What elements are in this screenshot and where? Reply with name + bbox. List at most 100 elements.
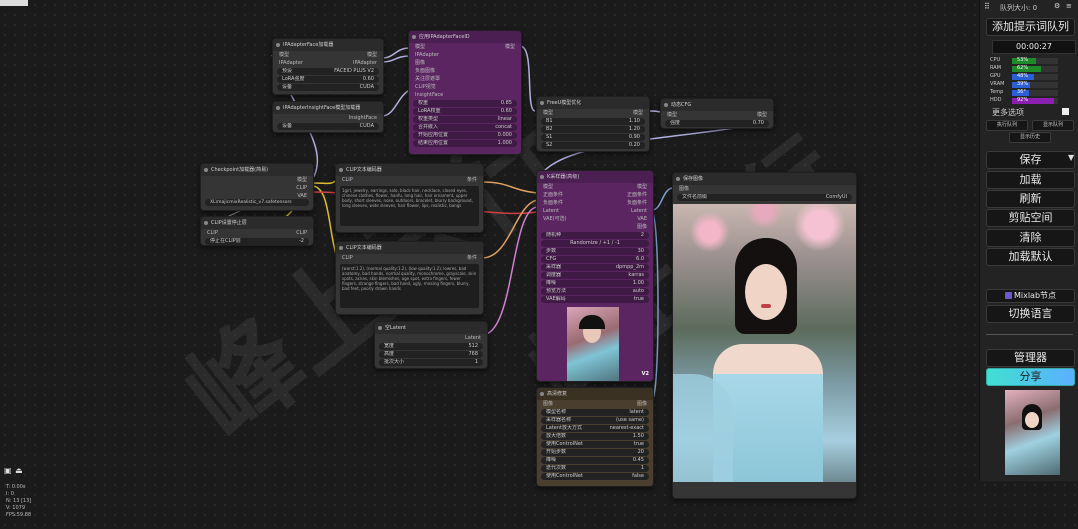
- node-title: CLIP设置停止层: [201, 217, 313, 229]
- save-button[interactable]: 保存: [986, 151, 1075, 169]
- stop-at-clip-layer-widget[interactable]: 停止在CLIP层-2: [205, 238, 309, 245]
- ksampler-preview-image: [567, 307, 619, 381]
- generated-image: [673, 204, 856, 482]
- more-options-checkbox[interactable]: [1062, 108, 1069, 115]
- perf-stats: T: 0.00s I: 0 N: 13 [13] V: 1079 FPS:59.…: [6, 484, 32, 518]
- lock-icon[interactable]: ⏏: [15, 466, 23, 475]
- monitor-label: CPU: [990, 57, 1001, 63]
- show-history-button[interactable]: 显示历史: [1009, 132, 1051, 143]
- monitor-label: HDD: [990, 97, 1002, 103]
- node-title: IPAdapterInsightFace模型加载器: [273, 102, 383, 114]
- monitor-value: 53%: [1017, 57, 1029, 63]
- ckpt-name-widget[interactable]: XL\majicmixRealistic_v7.safetensors: [205, 199, 309, 206]
- input-model: 模型: [279, 52, 290, 58]
- share-button[interactable]: 分享: [986, 368, 1075, 386]
- output-model: 模型: [504, 44, 515, 50]
- node-title: FreeU模型优化: [537, 97, 649, 109]
- more-options-label: 更多选项: [992, 108, 1024, 117]
- view-history-button[interactable]: 显示队列: [1032, 120, 1074, 131]
- node-apply-ipadapter[interactable]: 应用IPAdapterFaceID 模型模型 IPAdapter 图像 负面图像…: [408, 30, 522, 155]
- output-thumbnail[interactable]: [1005, 390, 1060, 475]
- node-insightface-loader[interactable]: IPAdapterInsightFace模型加载器 InsightFace 设备…: [272, 101, 384, 133]
- output-vae: VAE: [297, 193, 307, 198]
- node-title: K采样器(高级): [537, 171, 653, 183]
- settings-gear-icon[interactable]: ⚙: [1054, 2, 1061, 10]
- refresh-button[interactable]: 刷新: [986, 190, 1075, 208]
- load-button[interactable]: 加载: [986, 171, 1075, 189]
- mixlab-nodes-button[interactable]: Mixlab节点: [986, 289, 1075, 303]
- panel-menu-icon[interactable]: ≡: [1066, 2, 1072, 10]
- monitor-track: [1012, 74, 1058, 80]
- save-dropdown-icon[interactable]: ▼: [1068, 153, 1075, 162]
- clear-button[interactable]: 清除: [986, 229, 1075, 247]
- fit-view-icon[interactable]: ▣: [4, 466, 12, 475]
- manager-button[interactable]: 管理器: [986, 349, 1075, 367]
- clipspace-button[interactable]: 剪贴空间: [986, 209, 1075, 227]
- node-checkpoint-loader[interactable]: Checkpoint加载器(简易) 模型 CLIP VAE XL\majicmi…: [200, 163, 314, 211]
- queue-prompt-button[interactable]: 添加提示词队列: [986, 18, 1075, 36]
- monitor-bar: [1012, 58, 1036, 64]
- negative-prompt-textarea[interactable]: (worst:1.2), (normal quality:1.2), (low …: [340, 264, 479, 308]
- drag-handle-icon[interactable]: ⠿: [984, 2, 990, 11]
- prompt-textarea[interactable]: 1girl, jewelry, earrings, solo, black ha…: [340, 186, 479, 226]
- view-queue-button[interactable]: 执行队列: [986, 120, 1028, 131]
- switch-language-button[interactable]: 切换语言: [986, 305, 1075, 323]
- output-model: 模型: [756, 112, 767, 118]
- sampler-name-widget[interactable]: 采样器名称(use same): [541, 417, 649, 424]
- monitor-label: Temp: [990, 89, 1004, 95]
- seed-mode-widget[interactable]: Randomize / +1 / -1: [541, 240, 649, 247]
- monitor-label: VRAM: [990, 81, 1005, 87]
- load-default-button[interactable]: 加载默认: [986, 248, 1075, 266]
- monitor-bar: [1012, 66, 1041, 72]
- input-ipadapter: IPAdapter: [279, 60, 304, 66]
